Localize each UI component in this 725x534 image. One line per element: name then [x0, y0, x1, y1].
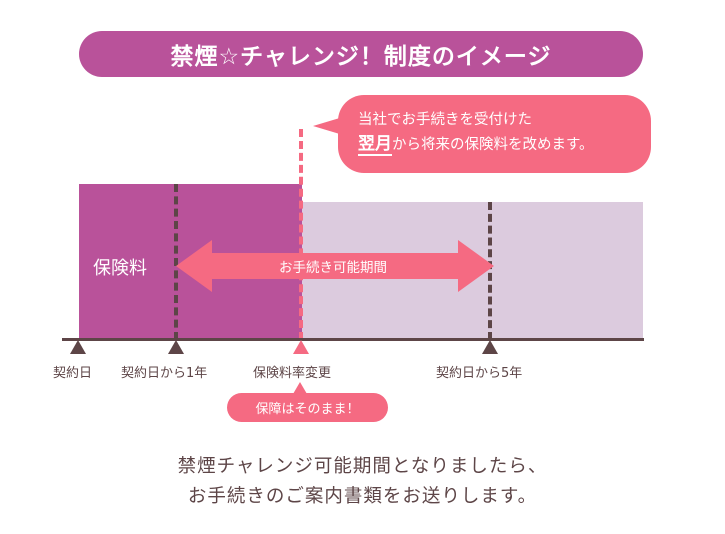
- bubble-emphasis: 翌月: [358, 134, 392, 157]
- rate-change-marker: [293, 340, 309, 354]
- coverage-note: 保障はそのまま！: [227, 393, 388, 422]
- premium-label: 保険料: [93, 258, 147, 279]
- footer-line-2: お手続きのご案内書類をお送りします。: [187, 486, 538, 507]
- tick-contract-date: 契約日: [53, 366, 93, 381]
- tick-rate-change: 保険料率変更: [253, 366, 332, 381]
- bubble-line-2: 翌月から将来の保険料を改めます。: [358, 131, 651, 157]
- one-year-marker: [168, 340, 184, 354]
- bubble-line-2-rest: から将来の保険料を改めます。: [392, 137, 594, 154]
- five-year-marker: [482, 340, 498, 354]
- procedure-period-label: お手続き可能期間: [279, 260, 387, 276]
- diagram-title: 禁煙☆チャレンジ！制度のイメージ: [79, 31, 643, 77]
- bubble-tail: [313, 117, 343, 135]
- procedure-period-arrow: [176, 240, 494, 292]
- tick-one-year: 契約日から1年: [121, 366, 208, 381]
- note-tail: [293, 382, 307, 394]
- one-year-dashed-line: [174, 184, 178, 340]
- footer-line-1: 禁煙チャレンジ可能期間となりましたら、: [177, 456, 548, 477]
- explanation-bubble: 当社でお手続きを受付けた 翌月から将来の保険料を改めます。: [338, 95, 651, 173]
- rate-change-dashed-line: [299, 129, 303, 340]
- contract-date-marker: [70, 340, 86, 354]
- tick-five-years: 契約日から5年: [436, 366, 523, 381]
- timeline-baseline: [62, 338, 644, 341]
- bubble-line-1: 当社でお手続きを受付けた: [358, 112, 532, 128]
- five-year-dashed-line: [488, 202, 492, 340]
